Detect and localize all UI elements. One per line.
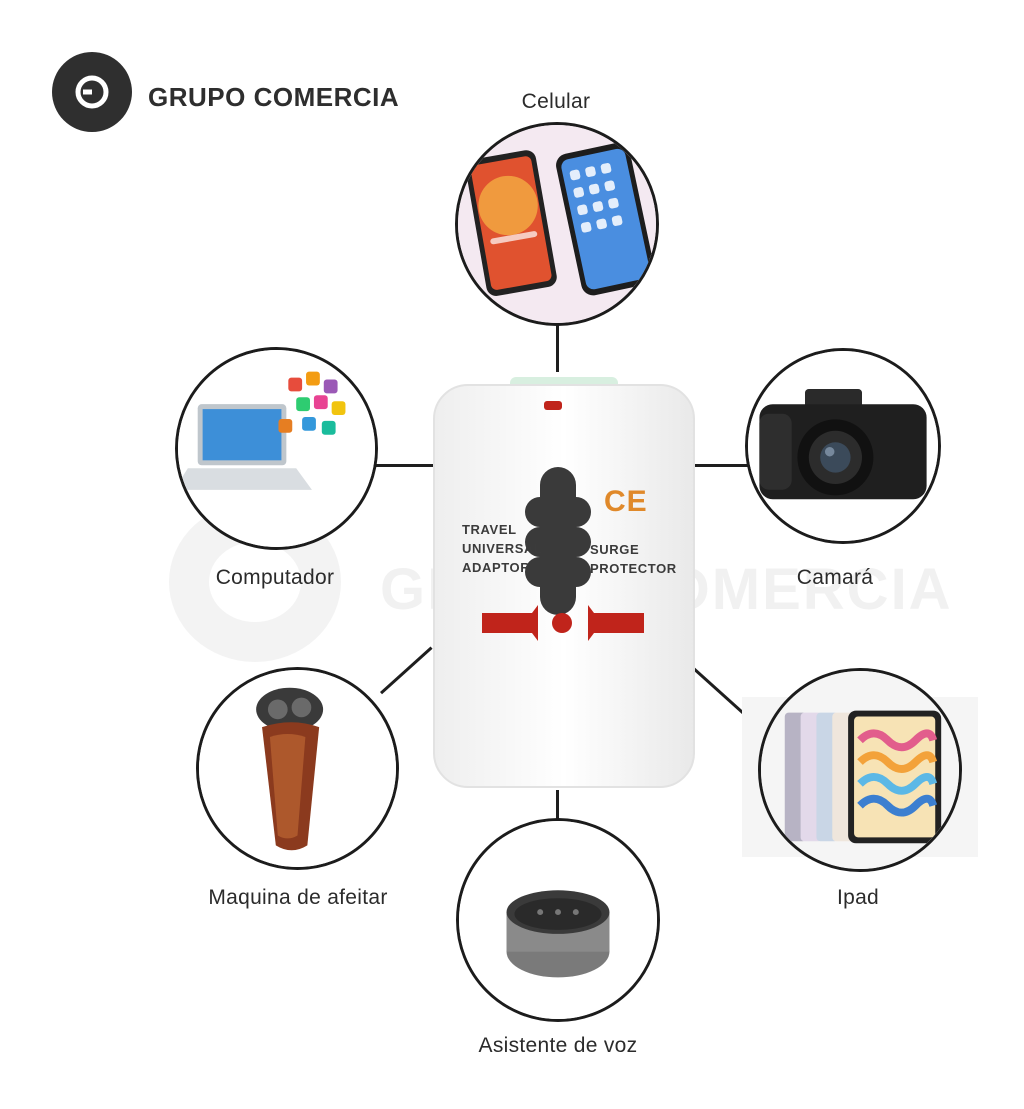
shaver-icon	[199, 670, 396, 867]
adapter-text-right: SURGE PROTECTOR	[590, 540, 677, 578]
laptop-icon	[178, 350, 375, 547]
device-label-celular: Celular	[521, 90, 591, 113]
device-label-maquina-de-afeitar: Maquina de afeitar	[208, 886, 388, 909]
adapter-text-line: PROTECTOR	[590, 561, 677, 576]
connector-left	[375, 464, 433, 467]
device-node-computador	[175, 347, 378, 550]
smart-speaker-icon	[459, 821, 657, 1019]
device-label-computador: Computador	[215, 566, 335, 589]
adapter-text-line: ADAPTOR	[462, 560, 531, 575]
device-node-asistente-de-voz	[456, 818, 660, 1022]
device-node-ipad	[758, 668, 962, 872]
connector-bottom	[556, 790, 559, 830]
device-node-maquina-de-afeitar	[196, 667, 399, 870]
device-node-camara	[745, 348, 941, 544]
connector-right	[695, 464, 750, 467]
adapter-text-line: UNIVERSAL	[462, 541, 543, 556]
camera-icon	[748, 351, 938, 541]
adapter-text-left: TRAVEL UNIVERSAL ADAPTOR	[462, 520, 543, 577]
gc-monogram-icon	[52, 52, 132, 132]
adapter-text-line: SURGE	[590, 542, 640, 557]
smartphones-icon	[458, 125, 656, 323]
device-label-ipad: Ipad	[836, 886, 880, 909]
device-label-camara: Camará	[796, 566, 874, 589]
connector-top	[556, 322, 559, 372]
device-label-asistente-de-voz: Asistente de voz	[478, 1034, 638, 1057]
tablet-icon	[761, 671, 959, 869]
connector-lower-left	[380, 646, 433, 695]
device-node-celular	[455, 122, 659, 326]
adapter-text-line: TRAVEL	[462, 522, 517, 537]
universal-travel-adapter-icon	[430, 375, 698, 790]
ce-mark: CE	[604, 485, 648, 518]
brand-name: GRUPO COMERCIA	[148, 82, 400, 112]
